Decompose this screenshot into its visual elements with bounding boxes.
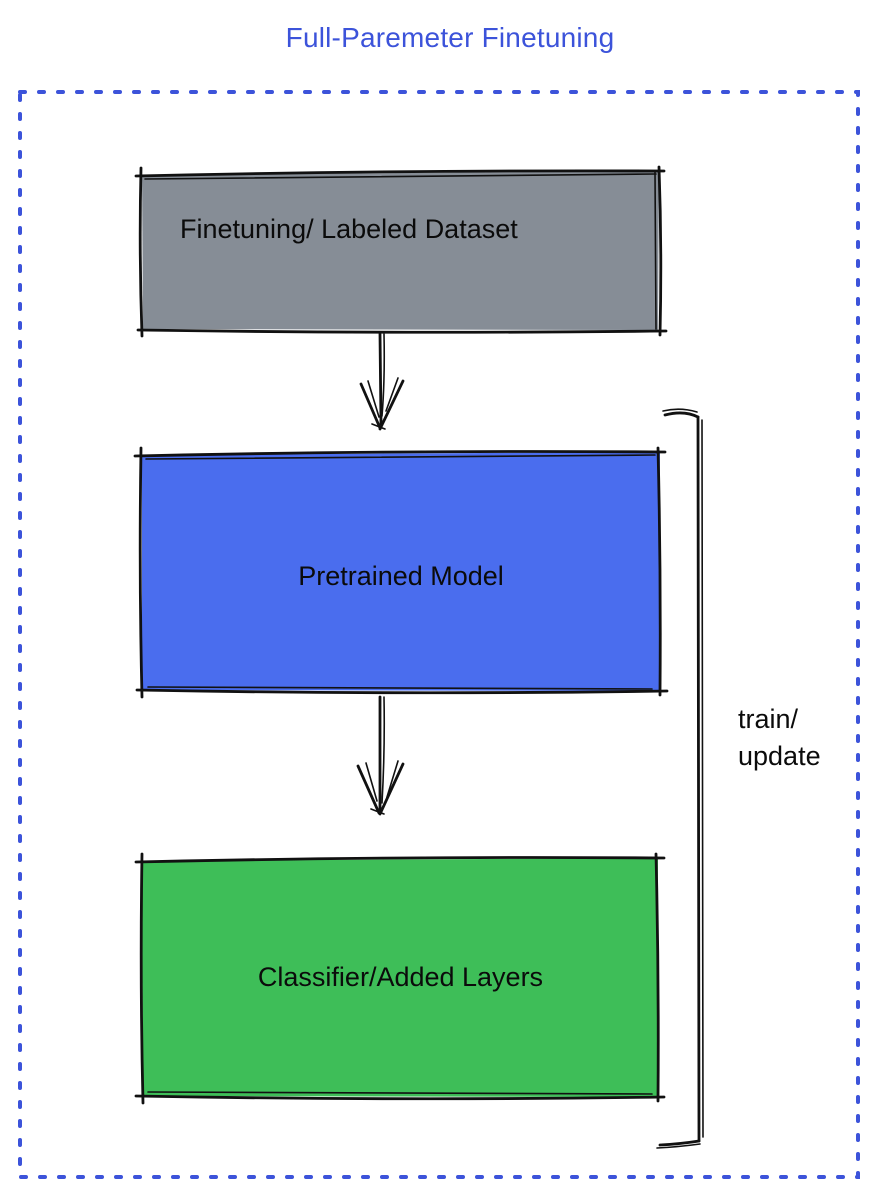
sketch-edge xyxy=(654,852,660,1103)
arrow-head xyxy=(359,382,382,430)
arrow-shaft xyxy=(381,696,386,804)
bracket-top-hook xyxy=(663,411,700,419)
bracket-label-line-2: update xyxy=(738,741,821,771)
sketch-edge xyxy=(656,446,662,697)
arrow-head xyxy=(378,762,405,816)
node-classifier-added-layers-fill xyxy=(142,858,658,1097)
arrow-head xyxy=(356,764,381,815)
arrow-head xyxy=(367,380,380,418)
bracket-spine xyxy=(696,415,701,1143)
arrow-head xyxy=(378,379,405,431)
train-update-bracket xyxy=(656,408,705,1149)
node-label-finetuning-dataset: Finetuning/ Labeled Dataset xyxy=(180,214,518,244)
arrow-shaft xyxy=(378,332,383,426)
sketch-edge xyxy=(136,328,668,334)
bracket-bottom-hook xyxy=(658,1139,701,1147)
arrow-pretrained-to-classifier xyxy=(356,695,405,816)
node-finetuning-dataset-fill xyxy=(142,171,659,330)
arrow-dataset-to-pretrained xyxy=(359,332,405,431)
bracket-spine xyxy=(701,419,705,1138)
bracket-top-hook xyxy=(662,408,698,413)
bracket-label: train/ update xyxy=(738,701,821,775)
arrow-head xyxy=(386,760,399,798)
sketch-edge xyxy=(134,856,666,864)
arrow-head xyxy=(370,808,385,815)
sketch-edge xyxy=(138,446,144,699)
sketch-edge xyxy=(147,1091,653,1095)
node-pretrained-model xyxy=(133,446,669,699)
sketch-edge xyxy=(134,169,666,178)
bracket-bottom-hook xyxy=(656,1143,701,1149)
node-classifier-added-layers xyxy=(134,852,666,1105)
arrow-head xyxy=(385,377,399,412)
node-finetuning-dataset xyxy=(134,165,668,338)
node-label-pretrained-model: Pretrained Model xyxy=(298,561,504,591)
sketch-edge xyxy=(144,173,657,180)
sketch-edge xyxy=(145,454,656,460)
sketch-edge xyxy=(147,686,653,690)
arrow-head xyxy=(365,762,378,802)
sketch-edge xyxy=(138,166,144,338)
sketch-edge xyxy=(133,450,667,458)
sketch-edge xyxy=(654,171,657,330)
sketch-edge xyxy=(135,688,669,695)
node-label-classifier-added-layers: Classifier/Added Layers xyxy=(257,962,544,992)
bracket-label-line-1: train/ xyxy=(738,704,799,734)
diagram-title: Full-Paremeter Finetuning xyxy=(285,22,615,53)
arrow-head xyxy=(371,423,386,430)
dashed-boundary xyxy=(18,90,860,1179)
node-pretrained-model-fill xyxy=(142,452,660,691)
sketch-edge xyxy=(134,1094,666,1101)
sketch-edge xyxy=(657,165,663,337)
arrow-shaft xyxy=(381,333,386,417)
sketch-edge xyxy=(139,852,145,1105)
